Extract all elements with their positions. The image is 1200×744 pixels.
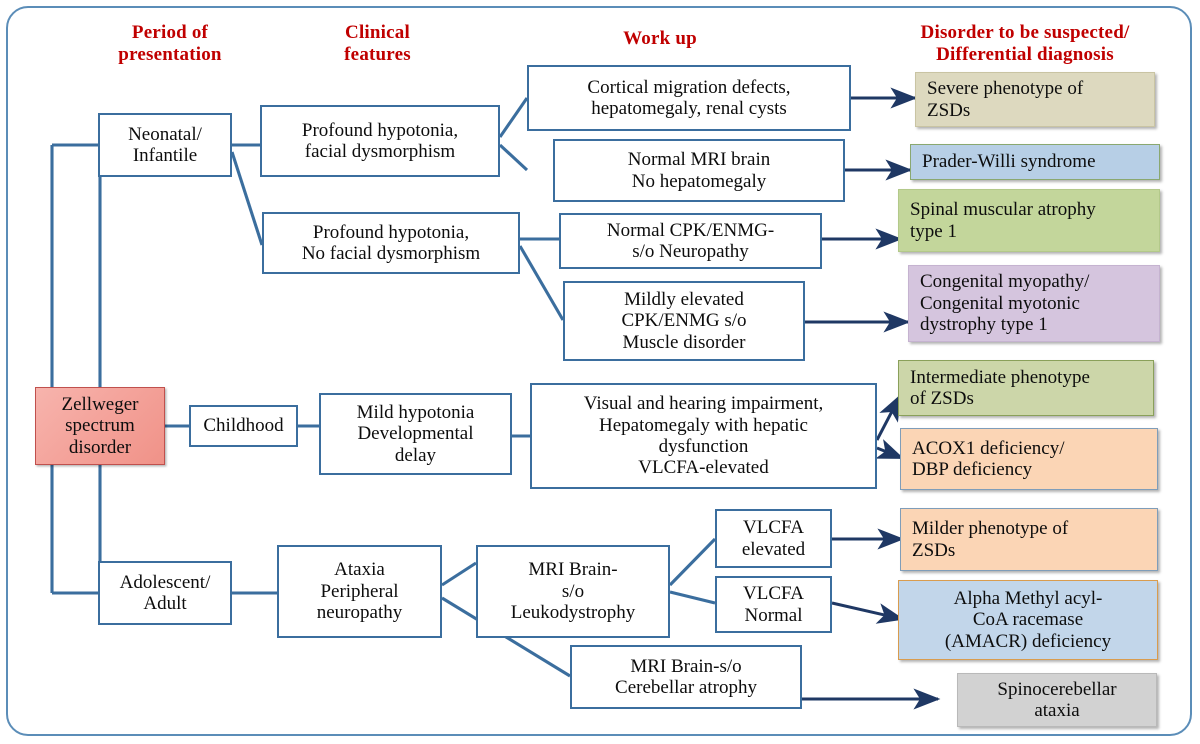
header-disorder-line2: Differential diagnosis <box>936 44 1114 66</box>
clinical-node-cf2[interactable]: Profound hypotonia,No facial dysmorphism <box>262 212 520 274</box>
period-node-neonatal-label: Neonatal/Infantile <box>128 123 202 166</box>
header-clinical: Clinical features <box>285 22 470 67</box>
disorder-node-d6[interactable]: ACOX1 deficiency/DBP deficiency <box>900 428 1158 490</box>
workup-node-wu1[interactable]: Cortical migration defects,hepatomegaly,… <box>527 65 851 131</box>
workup-node-wu5-label: Visual and hearing impairment,Hepatomega… <box>583 393 824 479</box>
disorder-node-d8-label: Alpha Methyl acyl-CoA racemase(AMACR) de… <box>944 587 1112 652</box>
clinical-node-cf1[interactable]: Profound hypotonia,facial dysmorphism <box>260 105 500 177</box>
period-node-neonatal[interactable]: Neonatal/Infantile <box>98 113 232 177</box>
header-period: Period of presentation <box>70 22 270 67</box>
clinical-node-cf1-label: Profound hypotonia,facial dysmorphism <box>301 119 459 162</box>
workup-node-wu3-label: Normal CPK/ENMG-s/o Neuropathy <box>606 219 775 262</box>
header-disorder: Disorder to be suspected/ Differential d… <box>860 22 1190 67</box>
header-disorder-line1: Disorder to be suspected/ <box>920 22 1130 43</box>
workup-node-wu1-label: Cortical migration defects,hepatomegaly,… <box>587 76 791 119</box>
header-workup-line1: Work up <box>623 28 697 49</box>
workup-node-wu5[interactable]: Visual and hearing impairment,Hepatomega… <box>530 383 877 489</box>
period-node-adolescent-label: Adolescent/Adult <box>119 571 211 614</box>
clinical-node-cf2-label: Profound hypotonia,No facial dysmorphism <box>301 221 481 264</box>
disorder-node-d8[interactable]: Alpha Methyl acyl-CoA racemase(AMACR) de… <box>898 580 1158 660</box>
header-workup: Work up <box>570 28 750 50</box>
disorder-node-d2[interactable]: Prader-Willi syndrome <box>910 144 1160 180</box>
disorder-node-d6-label: ACOX1 deficiency/DBP deficiency <box>912 437 1065 480</box>
period-node-adolescent[interactable]: Adolescent/Adult <box>98 561 232 625</box>
header-period-line2: presentation <box>118 44 222 66</box>
period-node-childhood-label: Childhood <box>203 415 284 437</box>
header-clinical-line1: Clinical <box>345 22 410 43</box>
workup-node-wu3[interactable]: Normal CPK/ENMG-s/o Neuropathy <box>559 213 822 269</box>
header-clinical-line2: features <box>344 44 411 66</box>
disorder-node-d2-label: Prader-Willi syndrome <box>922 151 1096 173</box>
period-node-childhood[interactable]: Childhood <box>189 405 298 447</box>
header-period-line1: Period of <box>131 22 209 43</box>
